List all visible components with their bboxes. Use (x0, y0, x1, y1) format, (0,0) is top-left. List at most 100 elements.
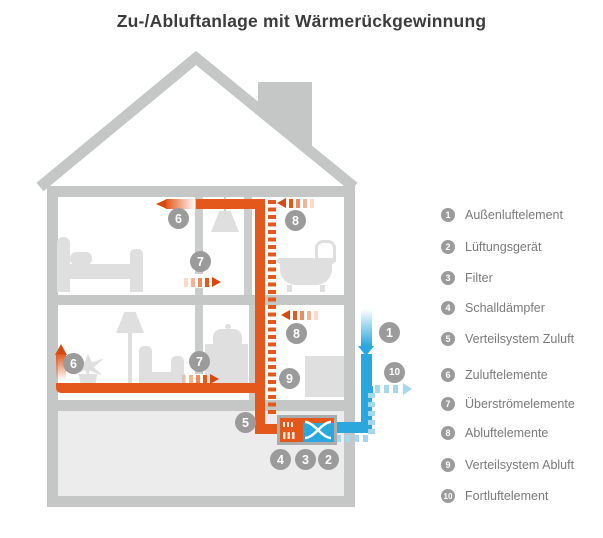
pot-lid-knob-icon (225, 324, 231, 329)
fortluft-dashes-vertical (368, 393, 375, 435)
roof-outline (36, 50, 358, 192)
lower-interior-wall-living (195, 305, 203, 374)
lower-interior-wall-kitchen (249, 305, 257, 400)
legend-number-badge: 5 (441, 332, 455, 346)
legend-number-badge: 4 (441, 301, 455, 315)
marker-7-overflow-upper: 7 (190, 251, 211, 272)
marker-8-extract-upper: 8 (285, 210, 306, 231)
bathtub-faucet-icon (315, 240, 336, 262)
arrow-head-left-icon (281, 310, 290, 320)
legend-number-badge: 3 (441, 271, 455, 285)
marker-1-outdoor-air: 1 (379, 322, 400, 343)
legend-item-3: 3 Filter (441, 270, 493, 286)
legend-number-badge: 1 (441, 208, 455, 222)
heat-recovery-unit (277, 415, 337, 445)
supply-outlet-arrow-upper-tail (166, 199, 196, 209)
bathtub-foot-icon (287, 285, 292, 292)
marker-7-overflow-lower: 7 (189, 351, 210, 372)
legend: 1 Außenluftelement 2 Lüftungsgerät 3 Fil… (441, 0, 601, 538)
outdoor-air-arrow-tail (361, 309, 372, 346)
legend-number-badge: 9 (441, 458, 455, 472)
arrow-head-left-icon (277, 198, 286, 208)
supply-duct-vertical (255, 199, 265, 434)
legend-label: Verteilsystem Zuluft (465, 332, 575, 346)
extract-arrow-upper-icon (277, 198, 314, 208)
marker-4-silencer: 4 (270, 449, 291, 470)
marker-6-supply-outlet-upper: 6 (168, 208, 189, 229)
supply-outlet-arrow-upper-icon (156, 199, 167, 209)
legend-item-2: 2 Lüftungsgerät (441, 239, 541, 255)
supply-outlet-arrow-lower-icon (55, 344, 67, 355)
outdoor-air-arrow-icon (358, 346, 374, 356)
fortluft-start-dash (367, 386, 373, 393)
right-exterior-wall (344, 186, 355, 507)
legend-item-6: 6 Zuluftelemente (441, 367, 548, 383)
roof-and-chimney (36, 50, 358, 192)
basement-ceiling-slab (47, 400, 355, 411)
bed-footboard-icon (130, 249, 143, 292)
supply-duct-to-unit (255, 424, 279, 434)
upper-floor-slab (47, 295, 355, 305)
pendant-lamp-icon (211, 211, 239, 232)
legend-item-10: 10 Fortluftelement (441, 488, 548, 504)
legend-label: Abluftelemente (465, 426, 549, 440)
fortluft-dashes-out (375, 385, 402, 393)
legend-label: Fortluftelement (465, 489, 549, 503)
fortluft-arrow-icon (403, 383, 412, 395)
legend-item-4: 4 Schalldämpfer (441, 300, 545, 316)
upper-interior-wall-bedroom (195, 197, 203, 274)
legend-label: Zuluftelemente (465, 368, 548, 382)
exhaust-duct-dashed-vertical (268, 200, 276, 416)
bathtub-foot-icon (320, 285, 325, 292)
overflow-arrow-lower-icon (182, 374, 219, 384)
chimney (258, 82, 312, 152)
legend-label: Überströmelemente (465, 397, 575, 411)
outdoor-air-pipe-vertical (361, 354, 372, 433)
legend-number-badge: 7 (441, 397, 455, 411)
legend-item-9: 9 Verteilsystem Abluft (441, 457, 574, 473)
outdoor-air-pipe-horizontal (334, 422, 372, 433)
floor-lamp-shade-icon (116, 312, 144, 333)
upper-interior-wall-bedroom-stub (195, 288, 203, 295)
attic-floor-slab (47, 186, 355, 197)
marker-8-extract-lower: 8 (286, 323, 307, 344)
bed-mattress-icon (57, 264, 143, 279)
marker-10-fortluft: 10 (384, 362, 405, 383)
legend-label: Lüftungsgerät (465, 240, 542, 254)
overflow-arrow-upper-icon (184, 277, 221, 287)
marker-2-unit: 2 (318, 449, 339, 470)
marker-6-supply-outlet-lower: 6 (63, 353, 84, 374)
legend-number-badge: 6 (441, 368, 455, 382)
page-title: Zu-/Abluftanlage mit Wärmerückgewinnung (116, 11, 487, 31)
supply-duct-lower-horizontal (56, 383, 260, 393)
legend-label: Schalldämpfer (465, 301, 545, 315)
bathtub-icon (280, 264, 332, 285)
heat-exchanger-icon (280, 418, 334, 442)
extract-arrow-lower-icon (281, 310, 318, 320)
legend-item-5: 5 Verteilsystem Zuluft (441, 331, 574, 347)
supply-outlet-arrow-lower-tail (56, 354, 66, 380)
legend-number-badge: 10 (441, 489, 455, 503)
marker-9-exhaust-duct: 9 (279, 368, 300, 389)
legend-item-1: 1 Außenluftelement (441, 207, 563, 223)
marker-5-supply-duct: 5 (235, 412, 256, 433)
bathtub-rim-icon (277, 258, 335, 264)
legend-item-7: 7 Überströmelemente (441, 396, 575, 412)
arrow-head-right-icon (212, 277, 221, 287)
legend-label: Verteilsystem Abluft (465, 458, 575, 472)
floor-lamp-pole-icon (128, 333, 132, 385)
legend-number-badge: 2 (441, 240, 455, 254)
supply-duct-upper-horizontal (196, 199, 260, 209)
arrow-head-right-icon (210, 374, 219, 384)
pot-icon (213, 329, 242, 345)
legend-number-badge: 8 (441, 426, 455, 440)
legend-label: Außenluftelement (465, 208, 563, 222)
legend-item-8: 8 Abluftelemente (441, 425, 548, 441)
upper-interior-wall-bath (244, 197, 252, 295)
left-exterior-wall (47, 186, 58, 507)
kitchen-unit-icon (305, 356, 344, 397)
legend-label: Filter (465, 271, 493, 285)
marker-3-filter: 3 (295, 449, 316, 470)
bed-pillow-icon (70, 252, 92, 265)
basement-floor-slab (47, 496, 355, 507)
